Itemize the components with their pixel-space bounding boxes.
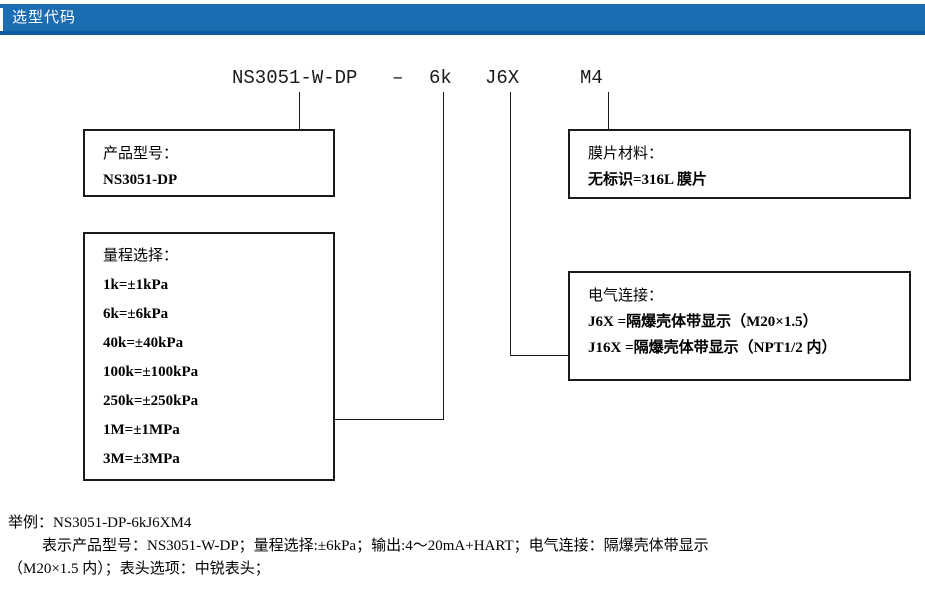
callout-box-diaphragm-material: 膜片材料： 无标识=316L 膜片 bbox=[568, 129, 911, 199]
page-title: 选型代码 bbox=[12, 9, 77, 26]
leader-line-electrical-vertical bbox=[510, 92, 511, 356]
section-header-bar bbox=[0, 4, 925, 38]
range-option: 6k=±6kPa bbox=[103, 306, 169, 322]
callout-box-range-selection: 量程选择： 1k=±1kPa 6k=±6kPa 40k=±40kPa 100k=… bbox=[83, 232, 335, 481]
leader-line-model bbox=[299, 92, 300, 129]
leader-line-diaphragm bbox=[608, 92, 609, 129]
example-line-description-continued: （M20×1.5 内）；表头选项：中锐表头； bbox=[8, 561, 270, 577]
product-model-heading: 产品型号： bbox=[103, 146, 179, 162]
product-model-value: NS3051-DP bbox=[103, 172, 178, 188]
leader-line-range-horizontal bbox=[335, 419, 444, 420]
example-line-description: 表示产品型号：NS3051-W-DP；量程选择:±6kPa；输出:4～20mA+… bbox=[42, 538, 709, 554]
code-segment-electrical: J6X bbox=[485, 67, 520, 89]
range-option: 250k=±250kPa bbox=[103, 393, 199, 409]
electrical-connection-option: J6X =隔爆壳体带显示（M20×1.5） bbox=[588, 314, 818, 330]
code-segment-diaphragm: M4 bbox=[580, 67, 603, 89]
callout-box-product-model: 产品型号： NS3051-DP bbox=[83, 129, 335, 197]
range-option: 40k=±40kPa bbox=[103, 335, 184, 351]
electrical-connection-heading: 电气连接： bbox=[588, 288, 664, 304]
code-string-row: NS3051-W-DP – 6k J6X M4 bbox=[0, 66, 925, 92]
range-option: 100k=±100kPa bbox=[103, 364, 199, 380]
diaphragm-material-option: 无标识=316L 膜片 bbox=[588, 172, 707, 188]
callout-box-electrical-connection: 电气连接： J6X =隔爆壳体带显示（M20×1.5） J16X =隔爆壳体带显… bbox=[568, 271, 911, 381]
code-segment-model: NS3051-W-DP bbox=[232, 67, 358, 89]
example-line-code: 举例：NS3051-DP-6kJ6XM4 bbox=[8, 515, 192, 531]
leader-line-range-vertical bbox=[443, 92, 444, 420]
electrical-connection-option: J16X =隔爆壳体带显示（NPT1/2 内） bbox=[588, 340, 837, 356]
range-option: 1k=±1kPa bbox=[103, 277, 169, 293]
header-accent-stripe bbox=[0, 8, 3, 38]
range-option: 3M=±3MPa bbox=[103, 451, 180, 467]
diaphragm-material-heading: 膜片材料： bbox=[588, 146, 664, 162]
leader-line-electrical-horizontal bbox=[510, 355, 568, 356]
code-segment-range: 6k bbox=[429, 67, 452, 89]
range-option: 1M=±1MPa bbox=[103, 422, 180, 438]
example-section: 举例：NS3051-DP-6kJ6XM4 表示产品型号：NS3051-W-DP；… bbox=[8, 512, 925, 581]
range-selection-heading: 量程选择： bbox=[103, 248, 179, 264]
header-underline bbox=[0, 31, 925, 35]
code-segment-dash: – bbox=[392, 67, 404, 89]
